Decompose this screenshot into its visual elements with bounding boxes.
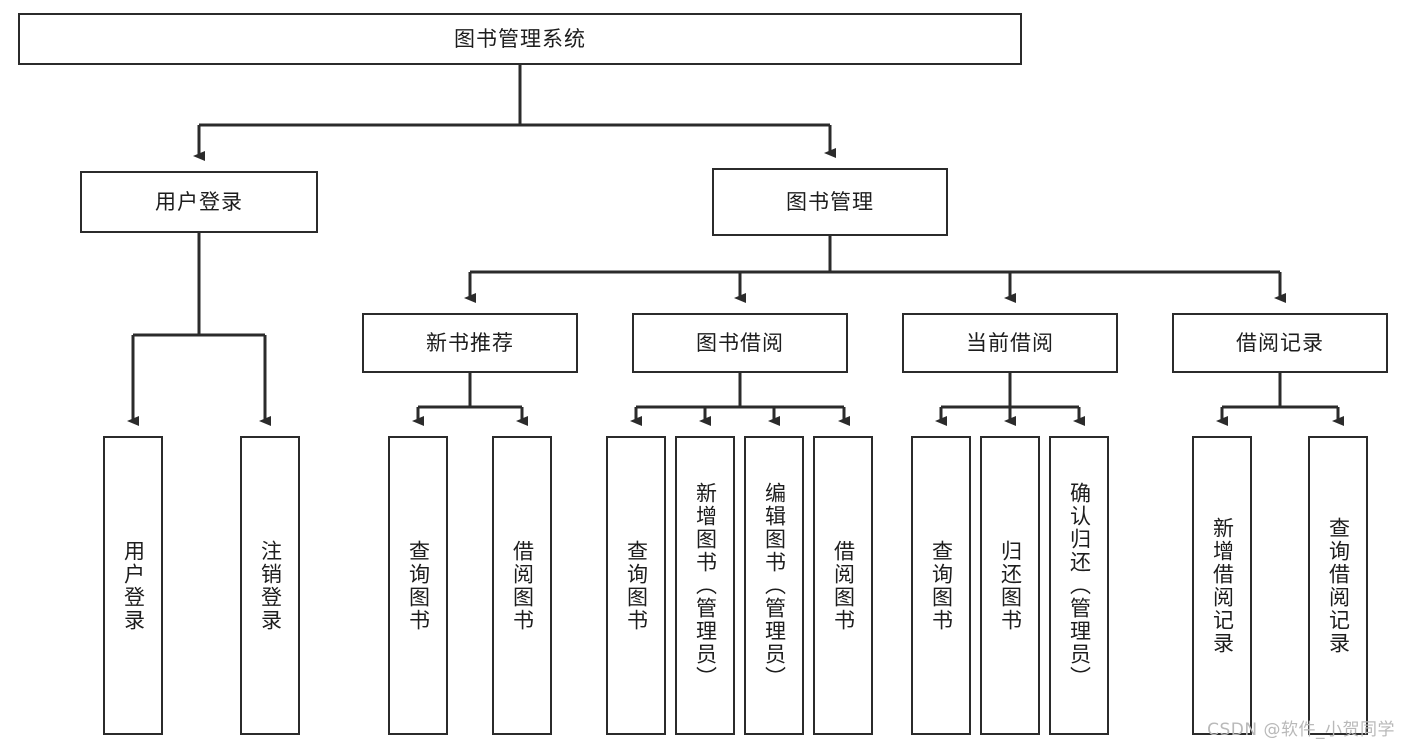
- node-book-management[interactable]: 图书管理: [712, 168, 948, 236]
- leaf-user-login-signout[interactable]: 注销登录: [240, 436, 300, 735]
- node-new-book-recommend[interactable]: 新书推荐: [362, 313, 578, 373]
- node-label: 图书管理系统: [454, 26, 586, 51]
- leaf-borrow-record-query[interactable]: 查询借阅记录: [1308, 436, 1368, 735]
- node-root-book-management-system[interactable]: 图书管理系统: [18, 13, 1022, 65]
- node-label: 新增图书（管理员）: [693, 482, 718, 689]
- node-borrow-record[interactable]: 借阅记录: [1172, 313, 1388, 373]
- leaf-book-borrow-query[interactable]: 查询图书: [606, 436, 666, 735]
- node-label: 查询图书: [624, 539, 649, 632]
- node-label: 图书借阅: [696, 330, 784, 355]
- node-label: 用户登录: [155, 189, 243, 214]
- node-label: 借阅记录: [1236, 330, 1324, 355]
- node-label: 借阅图书: [510, 539, 535, 632]
- leaf-new-book-borrow[interactable]: 借阅图书: [492, 436, 552, 735]
- node-label: 注销登录: [258, 539, 283, 632]
- node-label: 编辑图书（管理员）: [762, 482, 787, 689]
- leaf-book-borrow-lend[interactable]: 借阅图书: [813, 436, 873, 735]
- leaf-current-borrow-return[interactable]: 归还图书: [980, 436, 1040, 735]
- leaf-current-borrow-confirm-return[interactable]: 确认归还（管理员）: [1049, 436, 1109, 735]
- node-label: 图书管理: [786, 189, 874, 214]
- watermark: CSDN @软件_小贺同学: [1207, 720, 1395, 740]
- leaf-new-book-query[interactable]: 查询图书: [388, 436, 448, 735]
- node-label: 用户登录: [121, 539, 146, 632]
- node-book-borrow[interactable]: 图书借阅: [632, 313, 848, 373]
- leaf-borrow-record-add[interactable]: 新增借阅记录: [1192, 436, 1252, 735]
- node-label: 新书推荐: [426, 330, 514, 355]
- node-label: 借阅图书: [831, 539, 856, 632]
- node-label: 查询图书: [406, 539, 431, 632]
- node-label: 当前借阅: [966, 330, 1054, 355]
- leaf-current-borrow-query[interactable]: 查询图书: [911, 436, 971, 735]
- node-label: 确认归还（管理员）: [1067, 482, 1092, 689]
- node-user-login[interactable]: 用户登录: [80, 171, 318, 233]
- leaf-user-login-signin[interactable]: 用户登录: [103, 436, 163, 735]
- leaf-book-borrow-edit[interactable]: 编辑图书（管理员）: [744, 436, 804, 735]
- node-label: 新增借阅记录: [1210, 516, 1235, 655]
- leaf-book-borrow-add[interactable]: 新增图书（管理员）: [675, 436, 735, 735]
- node-label: 查询图书: [929, 539, 954, 632]
- node-label: 归还图书: [998, 539, 1023, 632]
- node-current-borrow[interactable]: 当前借阅: [902, 313, 1118, 373]
- node-label: 查询借阅记录: [1326, 516, 1351, 655]
